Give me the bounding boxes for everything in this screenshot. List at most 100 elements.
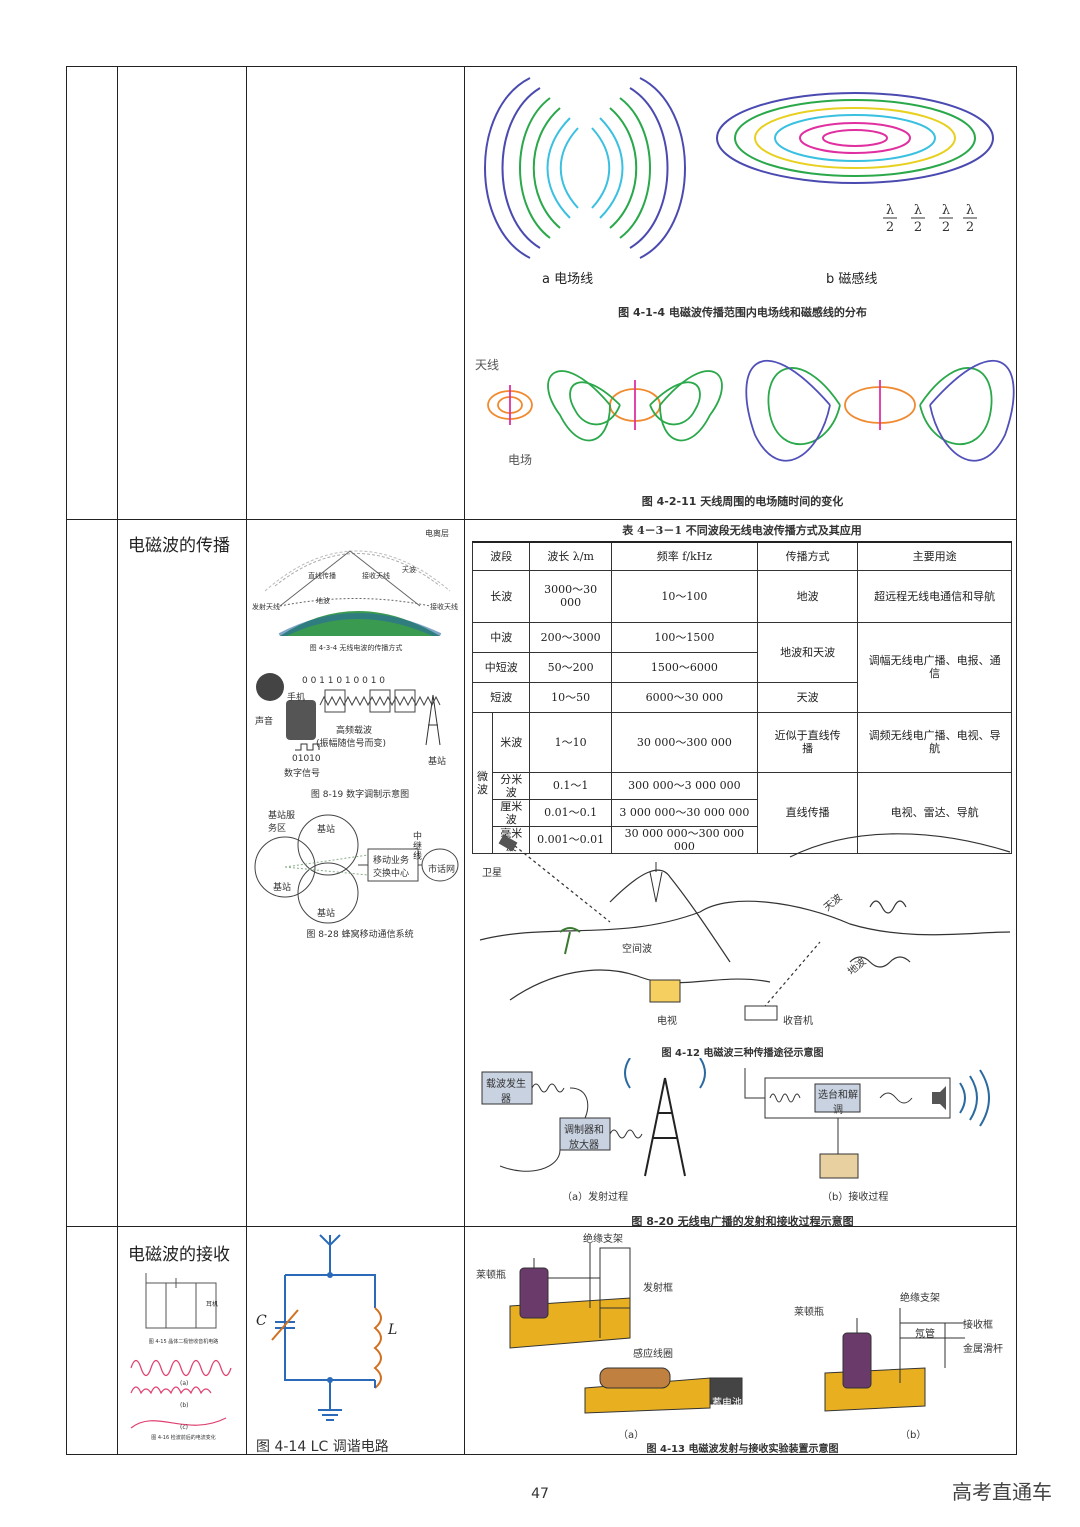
table-row: 分米波 0.1～1 300 000～3 000 000 直线传播 电视、雷达、导…: [473, 771, 1012, 854]
table-row: 微波 米波 1～10 30 000～300 000 近似于直线传播 调频无线电广…: [472, 711, 1012, 854]
crystal-radio-figure: [130, 1273, 232, 1429]
table-cell: 长波: [471, 569, 531, 623]
caption-fig-4-13: 图 4-13 电磁波发射与接收实验装置示意图: [646, 1444, 839, 1455]
table-cell: 50～200: [529, 651, 612, 683]
table-cell: 中波: [471, 621, 531, 653]
label-inductor: L: [388, 1322, 398, 1338]
label-neon: 氖管: [915, 1329, 935, 1340]
table-cell: 米波: [491, 711, 531, 773]
col-divider-1: [117, 67, 118, 1454]
three-paths-figure: [479, 833, 1011, 1021]
table-cell: 0.1～1: [529, 771, 612, 800]
table-cell: 0.001～0.01: [529, 825, 612, 854]
label-part-b: （b）: [900, 1430, 927, 1441]
caption-fig-8-28: 图 8-28 蜂窝移动通信系统: [306, 930, 414, 940]
label-msc: 移动业务交换中心: [372, 856, 409, 879]
caption-fig-4-3-4: 图 4-3-4 无线电波的传播方式: [309, 644, 403, 652]
table-cell: 200～3000: [529, 621, 612, 653]
svg-text:2: 2: [942, 220, 950, 235]
label-earphone: 耳机: [206, 1301, 219, 1308]
label-carrier-note: (振幅随信号而变): [316, 739, 387, 749]
label-radio: 收音机: [783, 1016, 813, 1027]
digital-modulation-figure: [256, 673, 441, 751]
label-battery: 蓄电池: [712, 1398, 742, 1409]
table-header: 频率 f/kHz: [610, 541, 758, 571]
svg-text:2: 2: [966, 220, 974, 235]
table-cell: 0.01～0.1: [529, 798, 612, 827]
table-row: 中波 200～3000 100～1500 地波和天波 调幅无线电广播、电报、通信: [471, 621, 1012, 713]
table-cell: 厘米波: [491, 798, 531, 827]
section-title-reception: 电磁波的接收: [128, 1245, 230, 1265]
svg-text:λ: λ: [966, 203, 974, 218]
table-header: 传播方式: [756, 541, 859, 571]
label-receive-process: （b）接收过程: [822, 1192, 889, 1203]
svg-text:2: 2: [914, 220, 922, 235]
table-cell: 3 000 000～30 000 000: [610, 798, 758, 827]
label-service-area: 基站服务区: [268, 811, 296, 834]
label-capacitor: C: [256, 1313, 267, 1329]
label-digital-signal: 数字信号: [284, 769, 321, 779]
table-cell: 3000～30 000: [529, 569, 612, 623]
label-magnetic-lines: b 磁感线: [826, 272, 878, 287]
row-divider-1: [67, 519, 1016, 520]
table-row: 中短波 50～200 1500～6000: [471, 651, 1012, 683]
table-row: 毫米波 0.001～0.01 30 000 000～300 000 000: [473, 825, 1012, 854]
wave-band-table: 波段 波长 λ/m 频率 f/kHz 传播方式 主要用途 长波 3000～30 …: [471, 541, 1012, 854]
label-sound: 声音: [255, 717, 274, 727]
table-cell: 30 000 000～300 000 000: [610, 825, 758, 854]
table-cell: 10～50: [529, 681, 612, 713]
label-plot-a: (a): [180, 1380, 189, 1387]
table-cell: 1～10: [529, 711, 612, 773]
table-header-row: 波段 波长 λ/m 频率 f/kHz 传播方式 主要用途: [471, 541, 1012, 571]
table-cell: 30 000～300 000: [610, 711, 758, 773]
label-base-station: 基站: [428, 757, 447, 767]
table-cell: 调频无线电广播、电视、导航: [857, 711, 1012, 773]
caption-fig-4-2-11: 图 4-2-11 天线周围的电场随时间的变化: [641, 495, 844, 508]
label-rod: 金属滑杆: [963, 1344, 1003, 1355]
caption-fig-4-1-4: 图 4-1-4 电磁波传播范围内电场线和磁感线的分布: [618, 306, 867, 319]
field-lines-figure: λ2 λ2 λ2 λ2: [484, 77, 994, 259]
label-tuner: 选台和解调: [818, 1090, 858, 1116]
label-transmit-process: （a）发射过程: [562, 1192, 629, 1203]
label-receive-antenna-2: 接收天线: [362, 572, 390, 580]
row-divider-2: [67, 1226, 1016, 1227]
table-header: 主要用途: [857, 541, 1012, 571]
table-row: 长波 3000～30 000 10～100 地波 超远程无线电通信和导航: [471, 569, 1012, 623]
label-bits-top: 0 0 1 1 0 1 0 0 1 0: [302, 676, 386, 686]
watermark: 高考直通车: [952, 1480, 1052, 1504]
col-divider-3: [464, 67, 465, 1454]
section-title-propagation: 电磁波的传播: [128, 536, 230, 556]
label-pstn: 市话网: [428, 865, 456, 875]
label-satellite: 卫星: [482, 868, 502, 879]
svg-text:2: 2: [886, 220, 894, 235]
label-insulator-b: 绝缘支架: [900, 1293, 940, 1304]
table-cell: 近似于直线传播: [756, 711, 859, 773]
label-tv: 电视: [657, 1016, 677, 1027]
caption-fig-4-12: 图 4-12 电磁波三种传播途径示意图: [661, 1048, 824, 1059]
label-station-3: 基站: [317, 909, 336, 919]
label-rx-frame: 接收框: [963, 1320, 993, 1331]
table-cell: 电视、雷达、导航: [857, 771, 1012, 854]
experiment-apparatus-figure: [509, 1243, 965, 1414]
label-phone: 手机: [287, 693, 306, 703]
label-insulator-a: 绝缘支架: [583, 1234, 623, 1245]
label-carrier: 高频载波: [336, 726, 373, 736]
label-tx-frame: 发射框: [643, 1283, 673, 1294]
label-plot-c: (c): [180, 1424, 188, 1431]
table-cell: 中短波: [471, 651, 531, 683]
table-header: 波长 λ/m: [529, 541, 612, 571]
table-cell: 1500～6000: [610, 651, 758, 683]
label-carrier-generator: 载波发生器: [486, 1079, 526, 1105]
caption-fig-4-15: 图 4-15 晶体二极管收音机电路: [148, 1339, 219, 1345]
cellular-system-figure: [254, 814, 459, 924]
table-cell: 微波: [472, 711, 493, 854]
svg-text:λ: λ: [942, 203, 950, 218]
label-coil: 感应线圈: [633, 1349, 673, 1360]
table-cell: 地波: [756, 569, 859, 623]
label-leyden-b: 莱顿瓶: [794, 1307, 824, 1318]
table-cell: 6000～30 000: [610, 681, 758, 713]
outline-table: [66, 66, 1017, 1455]
label-station-1: 基站: [317, 825, 336, 835]
label-sky-wave: 天波: [402, 566, 416, 574]
label-transmit-antenna: 发射天线: [252, 603, 280, 611]
